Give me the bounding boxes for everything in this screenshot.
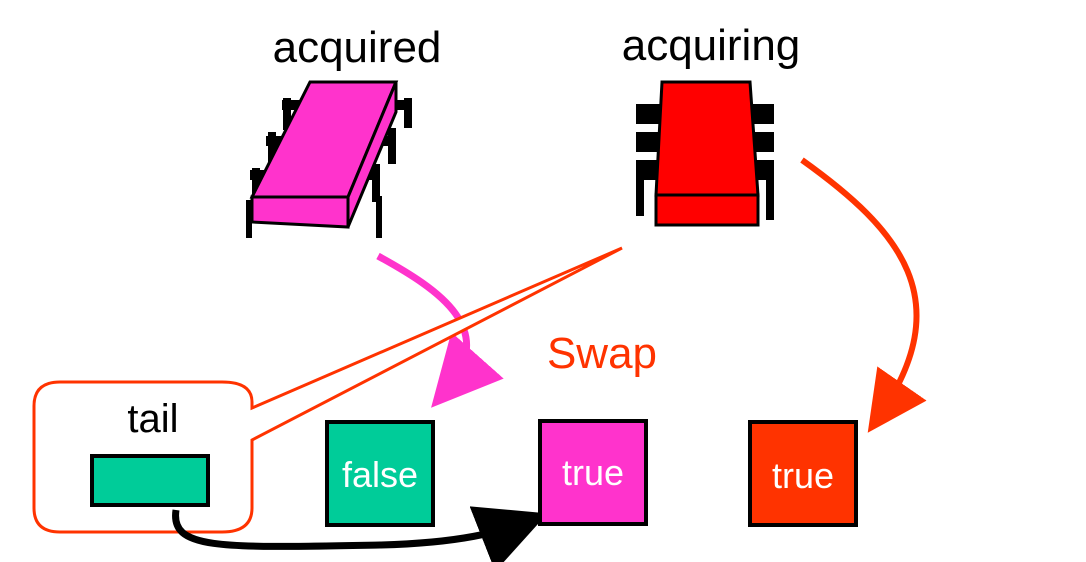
acquired-label: acquired [273, 23, 442, 72]
false-node: false [325, 420, 435, 527]
false-node-label: false [342, 454, 418, 495]
true-node-red: true [748, 420, 858, 527]
true-node-red-label: true [772, 455, 834, 496]
swap-label: Swap [547, 329, 657, 378]
acquiring-arrow [800, 157, 927, 433]
tail-arrow [172, 506, 548, 562]
acquiring-label: acquiring [622, 21, 801, 70]
tail-pointer-box [90, 454, 210, 507]
acquired-arrow [376, 252, 504, 408]
true-node-magenta: true [538, 419, 648, 526]
acquiring-chip-icon [636, 80, 774, 227]
true-node-magenta-label: true [562, 452, 624, 493]
acquired-chip-icon [246, 80, 412, 238]
tail-label: tail [127, 397, 178, 441]
